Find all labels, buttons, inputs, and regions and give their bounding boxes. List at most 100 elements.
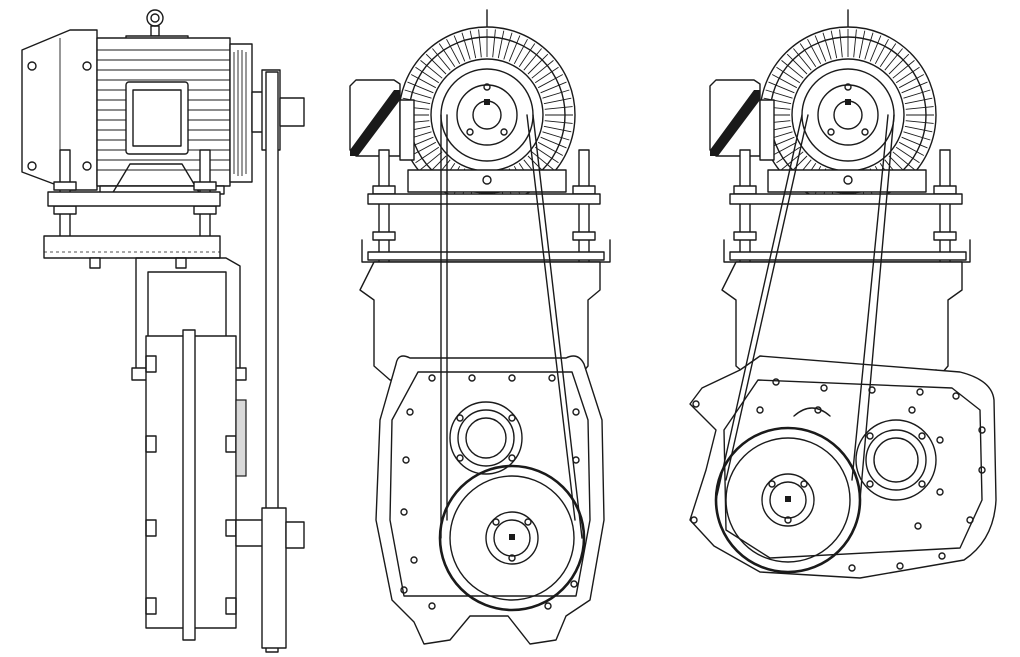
fan-fin (492, 29, 496, 58)
motor-base-plate (367, 193, 601, 205)
front-view (349, 9, 611, 645)
fan-fin (420, 151, 443, 170)
fan-fin (781, 60, 804, 79)
fan-fin (407, 81, 434, 94)
angled-front-view (689, 9, 997, 579)
fan-fin (513, 38, 528, 65)
fan-fin (478, 29, 482, 58)
fan-fin (771, 141, 798, 156)
fan-fin (534, 66, 559, 84)
fan-fin (542, 131, 570, 141)
fan-fin (892, 60, 915, 79)
fan-fin (518, 43, 536, 68)
driven-pulley (261, 507, 287, 649)
fan-fin (793, 48, 812, 71)
fan-fin (543, 125, 572, 133)
output-flange (449, 401, 523, 475)
fan-fin (534, 146, 559, 164)
fan-fin (540, 81, 567, 94)
fan-fin (537, 141, 564, 156)
mounting-bracket (43, 235, 221, 259)
fan-fin (853, 29, 857, 58)
fan-fin (864, 32, 874, 60)
fan-fin (537, 74, 564, 89)
side-view (21, 9, 305, 653)
fan-fin (410, 74, 437, 89)
fan-fin (874, 38, 889, 65)
fan-fin (901, 136, 928, 149)
fan-fin (415, 146, 440, 164)
motor-base-plate (729, 193, 963, 205)
fan-fin (776, 66, 801, 84)
fan-fin (895, 146, 920, 164)
motor-pulley (801, 68, 895, 162)
motor-base-plate (47, 191, 221, 207)
fan-fin (544, 106, 573, 110)
motor-pulley (440, 68, 534, 162)
fan-fin (905, 120, 934, 124)
fan-fin (807, 38, 822, 65)
fan-fin (453, 35, 466, 62)
fan-fin (879, 43, 897, 68)
drive-belt (715, 114, 803, 501)
fan-fin (404, 89, 432, 99)
fan-fin (432, 48, 451, 71)
fan-fin (869, 35, 882, 62)
fan-fin (822, 32, 832, 60)
gearbox-flange (182, 329, 196, 641)
fan-fin (901, 81, 928, 94)
fan-fin (776, 146, 801, 164)
fan-fin (542, 89, 570, 99)
fan-fin (858, 30, 866, 59)
fan-fin (531, 60, 554, 79)
fan-fin (446, 38, 461, 65)
fan-fin (884, 48, 903, 71)
fan-fin (903, 89, 931, 99)
fan-fin (461, 32, 471, 60)
fan-fin (768, 81, 795, 94)
lifting-eye (146, 9, 164, 27)
fan-fin (830, 30, 838, 59)
fan-fin (765, 89, 793, 99)
fan-fin (898, 74, 925, 89)
gearbox-housing (689, 355, 997, 579)
fan-fin (410, 141, 437, 156)
fan-fin (904, 97, 933, 105)
fan-fin (469, 30, 477, 59)
fan-fin (420, 60, 443, 79)
fan-fin (540, 136, 567, 149)
fan-fin (503, 32, 513, 60)
fan-fin (523, 48, 542, 71)
fan-fin (903, 131, 931, 141)
fan-fin (898, 141, 925, 156)
output-flange (855, 419, 937, 501)
fan-fin (786, 53, 808, 75)
fan-fin (895, 66, 920, 84)
fan-fin (905, 106, 934, 110)
motor-end-cap (21, 29, 98, 191)
fan-fin (425, 53, 447, 75)
fan-fin (888, 53, 910, 75)
fan-fin (771, 74, 798, 89)
mounting-bracket (729, 251, 967, 261)
drive-belt (265, 71, 279, 653)
fan-fin (543, 97, 572, 105)
fan-fin (904, 125, 933, 133)
fan-fin (415, 66, 440, 84)
fan-fin (799, 43, 817, 68)
fan-fin (531, 151, 554, 170)
mounting-bracket (367, 251, 605, 261)
fan-fin (839, 29, 843, 58)
fan-fin (527, 53, 549, 75)
fan-fin (763, 97, 792, 105)
fan-fin (402, 97, 431, 105)
fan-fin (438, 43, 456, 68)
fan-fin (544, 120, 573, 124)
terminal-box (125, 81, 189, 155)
fan-fin (497, 30, 505, 59)
fan-cover (229, 43, 253, 183)
driven-pulley (438, 464, 586, 612)
gearbox-housing (375, 355, 605, 645)
